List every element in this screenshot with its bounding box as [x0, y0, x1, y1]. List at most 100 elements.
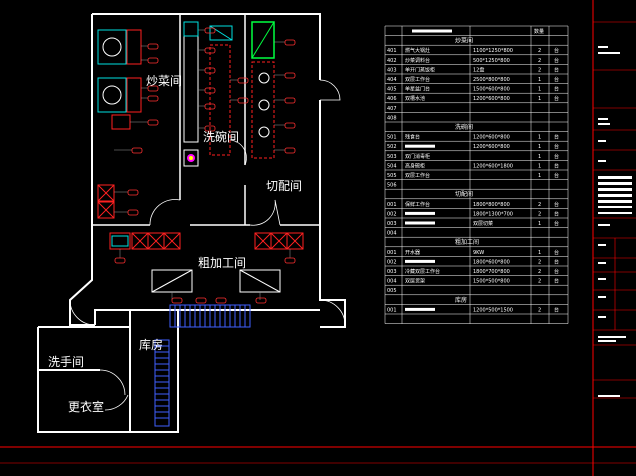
table-cell-spec: 1200*500*1500	[473, 307, 513, 313]
table-cell-qty: 1	[538, 135, 541, 141]
equipment-tag-icon	[114, 27, 296, 304]
storage-shelf	[154, 339, 170, 427]
table-cell-unit: 台	[554, 47, 559, 54]
table-cell-no: 402	[387, 58, 397, 64]
table-header-qty: 数量	[534, 28, 544, 35]
table-cell-spec: 500*1250*800	[473, 58, 510, 64]
leader-lines	[114, 29, 291, 300]
table-cell-unit: 台	[554, 172, 559, 179]
table-cell-spec: 1800*800*800	[473, 202, 510, 208]
room-label-handwash: 洗手间	[48, 355, 84, 369]
table-cell-qty: 1	[538, 87, 541, 93]
table-cell-no: 506	[387, 183, 397, 189]
table-cell-qty: 2	[538, 307, 541, 313]
table-cell-name: 双层工作台	[405, 76, 430, 83]
table-cell-no: 001	[387, 250, 397, 256]
room-label-wash: 洗碗间	[203, 129, 239, 144]
table-cell-unit: 台	[554, 134, 559, 141]
table-cell-qty: 1	[538, 96, 541, 102]
table-cell-spec: 1500*500*800	[473, 279, 510, 285]
table-cell-qty: 2	[538, 279, 541, 285]
table-cell-unit: 台	[554, 306, 559, 313]
table-cell-no: 003	[387, 269, 397, 275]
inner-walls	[92, 14, 320, 226]
room-label-stir-fry: 炒菜间	[146, 74, 182, 88]
table-cell-no: 502	[387, 144, 397, 150]
table-cell-unit: 台	[554, 162, 559, 169]
table-cell-unit: 台	[554, 220, 559, 227]
table-cell-spec: 9KW	[473, 250, 484, 256]
prep-tables	[151, 269, 281, 293]
table-cell-no: 004	[387, 279, 397, 285]
table-cell-no: 002	[387, 259, 397, 265]
table-cell-spec: 2500*800*800	[473, 77, 510, 83]
table-cell-no: 408	[387, 115, 397, 121]
room-label-prep: 粗加工间	[198, 256, 246, 270]
title-block	[593, 21, 636, 399]
table-cell-no: 501	[387, 135, 397, 141]
table-cell-spec: 1100*1250*800	[473, 48, 513, 54]
table-cell-qty: 1	[538, 163, 541, 169]
table-cell-name: 保鲜工作台	[405, 201, 430, 208]
table-cell-unit: 台	[554, 278, 559, 285]
table-cell-unit: 台	[554, 95, 559, 102]
prep-counter-row	[109, 232, 304, 250]
table-cell-qty: 1	[538, 154, 541, 160]
table-cell-no: 401	[387, 48, 397, 54]
table-cell-spec: 12盘	[473, 66, 484, 73]
table-cell-no: 405	[387, 87, 397, 93]
table-cell-spec: 双层切菜	[473, 220, 493, 227]
table-cell-no: 404	[387, 77, 397, 83]
table-cell-qty: 2	[538, 202, 541, 208]
table-cell-no: 504	[387, 163, 397, 169]
drain-grate	[169, 304, 251, 328]
table-cell-no: 001	[387, 307, 397, 313]
room-label-storage: 库房	[139, 337, 163, 352]
table-cell-name: 单星盆门台	[405, 86, 430, 93]
table-section-title: 粗加工间	[455, 238, 479, 246]
table-section-title: 炒菜间	[455, 37, 473, 45]
table-cell-no: 001	[387, 202, 397, 208]
table-cell-name: 燃气大锅灶	[405, 47, 430, 54]
table-section-title: 库房	[455, 296, 467, 304]
room-label-cut: 切配间	[266, 179, 302, 193]
table-cell-qty: 1	[538, 250, 541, 256]
table-section-title: 洗碗间	[455, 123, 473, 131]
table-cell-name-redacted	[405, 221, 435, 225]
table-cell-unit: 台	[554, 143, 559, 150]
table-cell-spec: 1200*600*800	[473, 96, 510, 102]
room-label-changing: 更衣室	[68, 399, 104, 414]
table-cell-no: 005	[387, 288, 397, 294]
table-cell-unit: 台	[554, 249, 559, 256]
door-swing-icon	[69, 79, 346, 411]
table-cell-qty: 1	[538, 77, 541, 83]
table-cell-spec: 1800*700*800	[473, 269, 510, 275]
table-cell-qty: 1	[538, 173, 541, 179]
table-cell-name: 双层工作台	[405, 172, 430, 179]
table-cell-unit: 台	[554, 258, 559, 265]
table-cell-qty: 2	[538, 58, 541, 64]
table-cell-name-redacted	[405, 211, 435, 215]
table-cell-unit: 台	[554, 57, 559, 64]
table-cell-name: 双门消毒柜	[405, 153, 430, 160]
table-cell-unit: 台	[554, 66, 559, 73]
table-cell-name-redacted	[405, 307, 435, 311]
table-cell-name-redacted	[405, 144, 435, 148]
sink-icon	[187, 154, 195, 162]
table-cell-spec: 1800*1300*700	[473, 211, 513, 217]
table-cell-unit: 台	[554, 76, 559, 83]
walls	[37, 13, 346, 433]
table-cell-qty: 1	[538, 221, 541, 227]
table-cell-qty: 2	[538, 211, 541, 217]
table-cell-spec: 1800*600*800	[473, 259, 510, 265]
table-cell-unit: 台	[554, 210, 559, 217]
table-cell-qty: 1	[538, 144, 541, 150]
table-cell-no: 406	[387, 96, 397, 102]
table-cell-qty: 2	[538, 67, 541, 73]
table-cell-unit: 台	[554, 153, 559, 160]
table-cell-unit: 台	[554, 201, 559, 208]
table-cell-unit: 台	[554, 86, 559, 93]
wash-equipment	[183, 21, 233, 167]
